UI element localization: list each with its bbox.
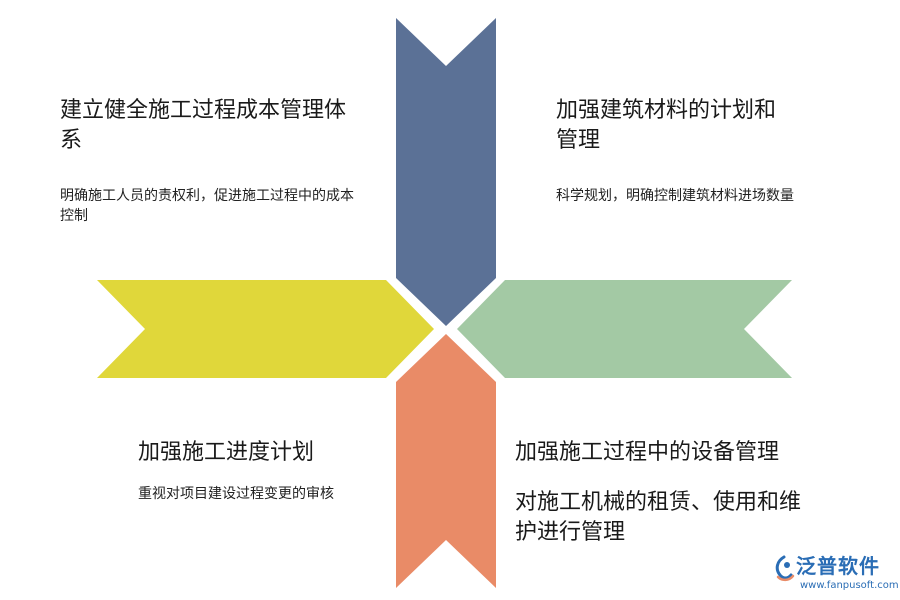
quadrant-bottom-left: 加强施工进度计划 重视对项目建设过程变更的审核: [138, 438, 378, 504]
quadrant-top-left-desc: 明确施工人员的责权利，促进施工过程中的成本控制: [60, 188, 354, 224]
quadrant-top-left-title: 建立健全施工过程成本管理体系: [60, 98, 347, 153]
arrow-bottom: [396, 334, 496, 588]
quadrant-top-right-title: 加强建筑材料的计划和管理: [556, 98, 777, 153]
brand-logo: 泛普软件 www.fanpusoft.com: [772, 553, 899, 597]
quadrant-bottom-right-title: 加强施工过程中的设备管理: [515, 440, 780, 465]
quadrant-top-right-desc: 科学规划，明确控制建筑材料进场数量: [556, 188, 794, 204]
arrow-right: [457, 280, 792, 378]
logo-url: www.fanpusoft.com: [800, 580, 899, 591]
quadrant-bottom-right-desc: 对施工机械的租赁、使用和维护进行管理: [515, 490, 802, 545]
quadrant-bottom-left-desc: 重视对项目建设过程变更的审核: [138, 486, 334, 502]
logo-name: 泛普软件: [796, 554, 880, 578]
arrow-left: [97, 280, 434, 378]
arrow-top: [396, 18, 496, 326]
quadrant-top-left: 建立健全施工过程成本管理体系 明确施工人员的责权利，促进施工过程中的成本控制: [60, 96, 360, 226]
fanpu-logo-icon: [775, 555, 795, 582]
quadrant-bottom-right: 加强施工过程中的设备管理 对施工机械的租赁、使用和维护进行管理: [515, 438, 805, 548]
quadrant-bottom-left-title: 加强施工进度计划: [138, 440, 315, 465]
quadrant-top-right: 加强建筑材料的计划和管理 科学规划，明确控制建筑材料进场数量: [556, 96, 796, 206]
